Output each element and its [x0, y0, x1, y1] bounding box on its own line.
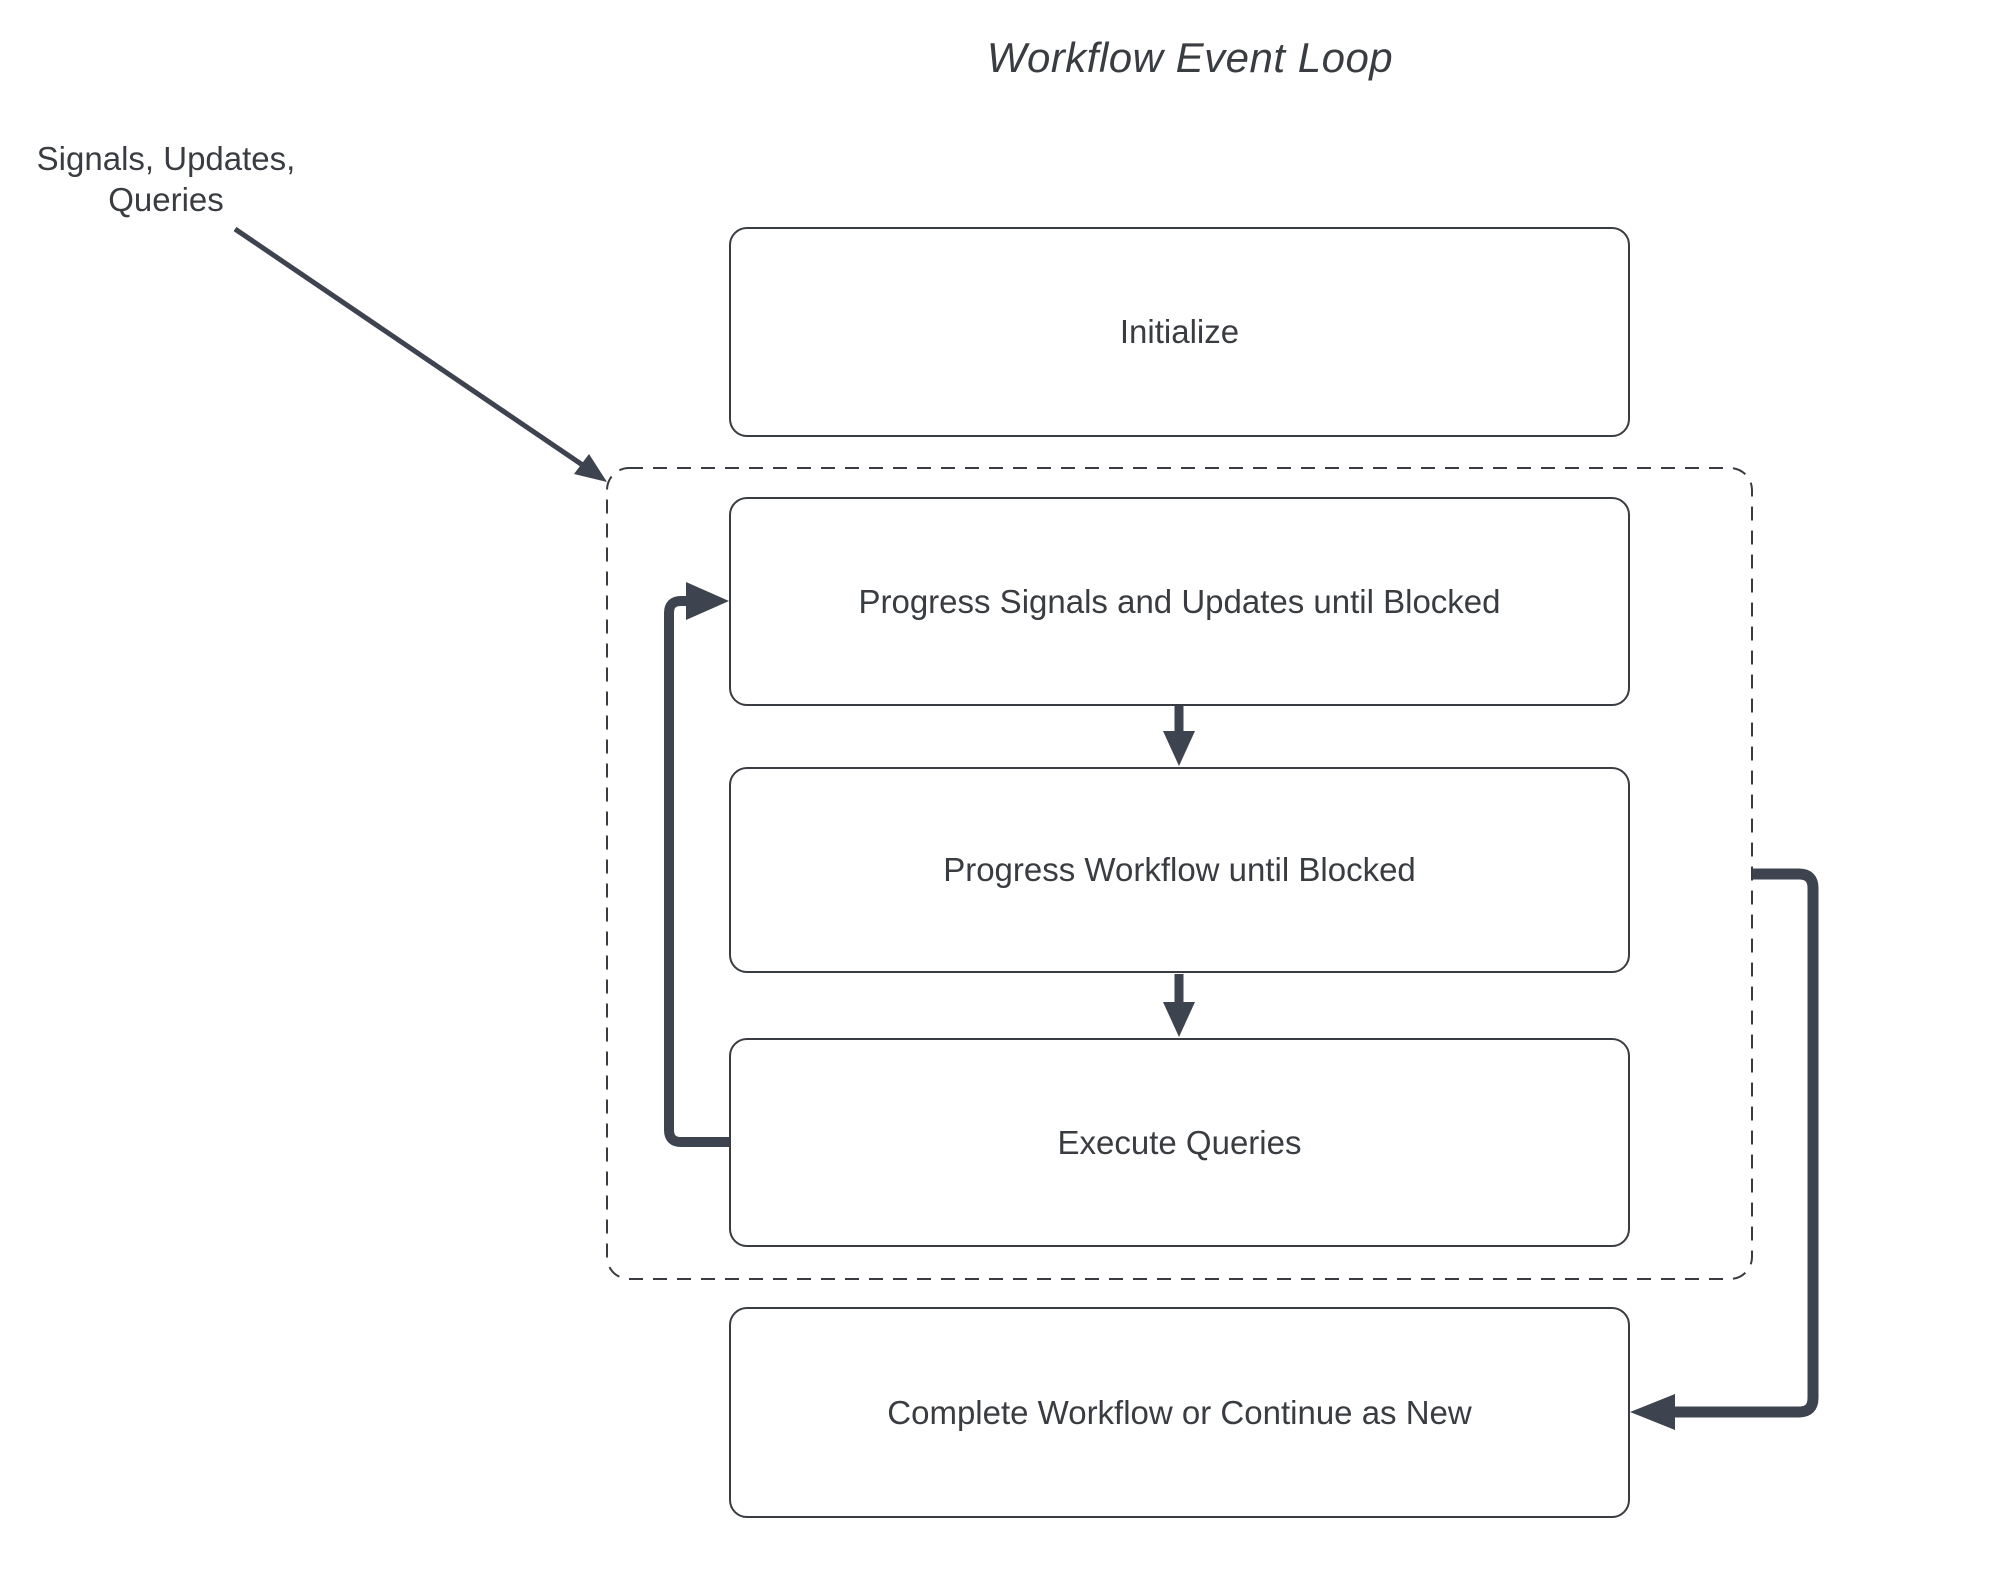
node-progress-workflow-label: Progress Workflow until Blocked — [943, 851, 1416, 888]
signals-input-arrow-line — [233, 226, 586, 469]
node-initialize: Initialize — [729, 227, 1630, 437]
exit-arrow-line — [1673, 868, 1819, 1418]
signals-updates-queries-label: Signals, Updates, Queries — [16, 138, 316, 220]
node-progress-signals-label: Progress Signals and Updates until Block… — [858, 582, 1501, 620]
signals-input-arrowhead-icon — [574, 454, 607, 482]
signals-updates-queries-label-line2: Queries — [108, 181, 224, 218]
node-complete-label: Complete Workflow or Continue as New — [887, 1393, 1472, 1431]
signals-updates-queries-label-line1: Signals, Updates, — [36, 140, 296, 177]
node-initialize-label: Initialize — [1119, 313, 1240, 350]
event-loop-dashed-region — [606, 467, 1753, 1280]
node-complete: Complete Workflow or Continue as New — [729, 1307, 1630, 1518]
node-progress-signals: Progress Signals and Updates until Block… — [729, 497, 1630, 706]
loop-back-arrow — [664, 582, 729, 1147]
arrow-workflow-to-queries — [1163, 974, 1195, 1037]
diagram-title: Workflow Event Loop — [986, 34, 1394, 81]
loop-back-arrowhead-icon — [686, 582, 729, 620]
exit-arrowhead-icon — [1630, 1394, 1675, 1430]
node-execute-queries: Execute Queries — [729, 1038, 1630, 1247]
signals-input-arrow — [233, 226, 607, 482]
arrow-workflow-to-queries-head-icon — [1163, 1002, 1195, 1037]
arrow-signals-to-workflow — [1163, 706, 1195, 766]
exit-arrow — [1630, 868, 1819, 1430]
node-progress-workflow: Progress Workflow until Blocked — [729, 767, 1630, 973]
node-execute-queries-label: Execute Queries — [1057, 1123, 1302, 1161]
arrow-signals-to-workflow-head-icon — [1163, 731, 1195, 766]
loop-back-arrow-line — [664, 596, 729, 1147]
